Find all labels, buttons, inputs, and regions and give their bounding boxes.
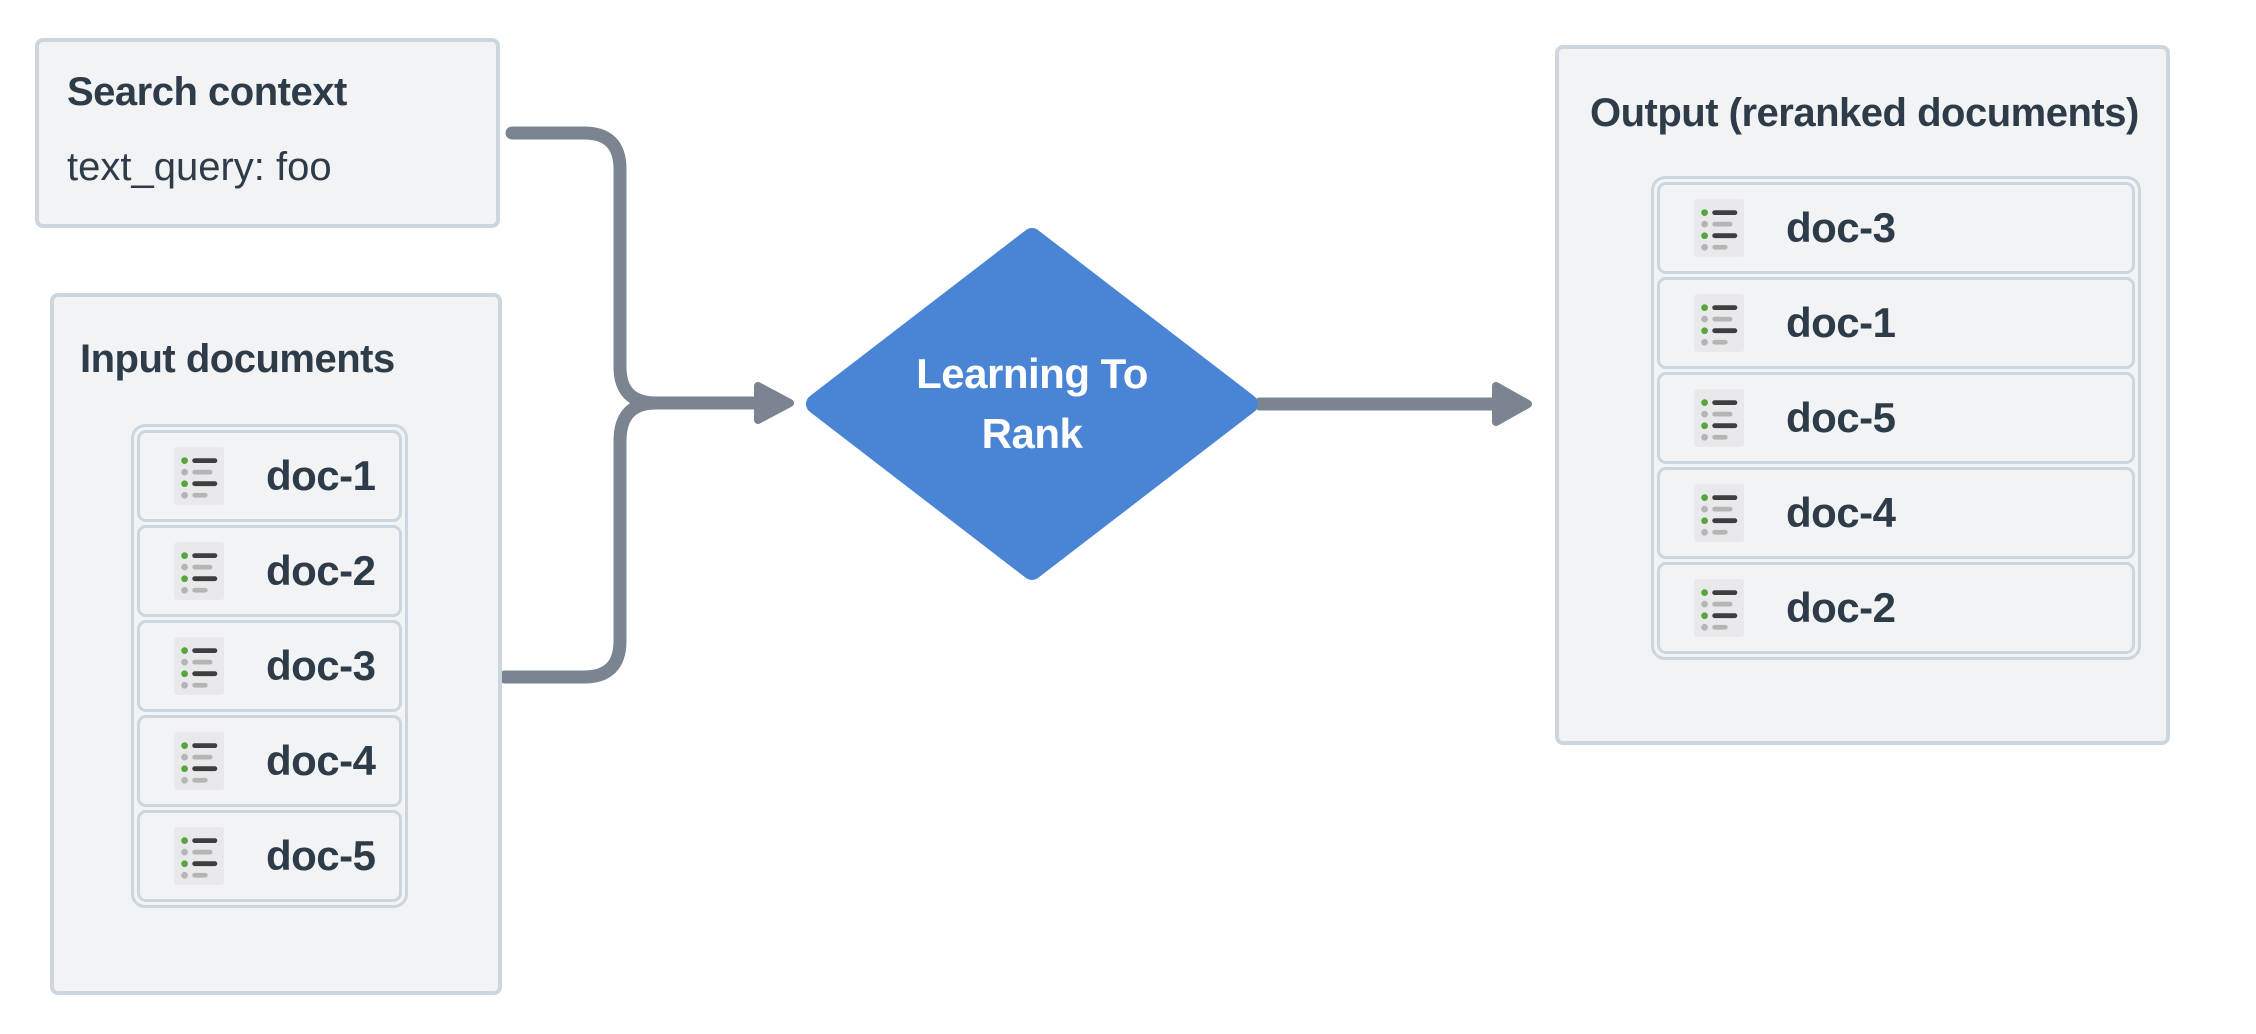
search-context-connector [505,126,759,410]
search-context-query: text_query: foo [67,145,332,189]
list-icon [1694,389,1744,447]
merge-arrowhead [754,382,794,424]
output-documents-panel: Output (reranked documents) [1555,45,2170,745]
doc-label: doc-5 [266,832,376,879]
doc-label: doc-1 [266,452,376,499]
list-icon [1694,294,1744,352]
doc-row: doc-5 [137,810,402,902]
output-arrowhead [1492,382,1532,426]
doc-row: doc-1 [1657,277,2135,369]
doc-label: doc-4 [1786,489,1896,536]
list-icon [174,732,224,790]
doc-row: doc-4 [1657,467,2135,559]
output-documents-title: Output (reranked documents) [1590,91,2139,135]
doc-row: doc-2 [137,525,402,617]
list-icon [174,827,224,885]
list-icon [1694,199,1744,257]
doc-row: doc-1 [137,430,402,522]
diamond-shape [806,228,1258,580]
input-documents-panel: Input documents doc-1 [50,293,502,995]
doc-label: doc-3 [266,642,376,689]
doc-label: doc-2 [266,547,376,594]
list-icon [1694,484,1744,542]
doc-row: doc-3 [1657,182,2135,274]
search-context-panel: Search context text_query: foo [35,38,500,228]
doc-row: doc-2 [1657,562,2135,654]
input-documents-connector [498,396,759,684]
doc-row: doc-5 [1657,372,2135,464]
doc-label: doc-5 [1786,394,1896,441]
output-documents-list: doc-3 doc-1 [1651,176,2141,660]
list-icon [1694,579,1744,637]
doc-row: doc-4 [137,715,402,807]
doc-label: doc-4 [266,737,376,784]
input-documents-list: doc-1 doc-2 [131,424,408,908]
doc-label: doc-2 [1786,584,1896,631]
list-icon [174,542,224,600]
list-icon [174,447,224,505]
search-context-title: Search context [67,70,347,114]
doc-label: doc-3 [1786,204,1896,251]
diamond-label: Learning To Rank [916,350,1148,457]
list-icon [174,637,224,695]
doc-label: doc-1 [1786,299,1896,346]
input-documents-title: Input documents [80,337,395,381]
doc-row: doc-3 [137,620,402,712]
